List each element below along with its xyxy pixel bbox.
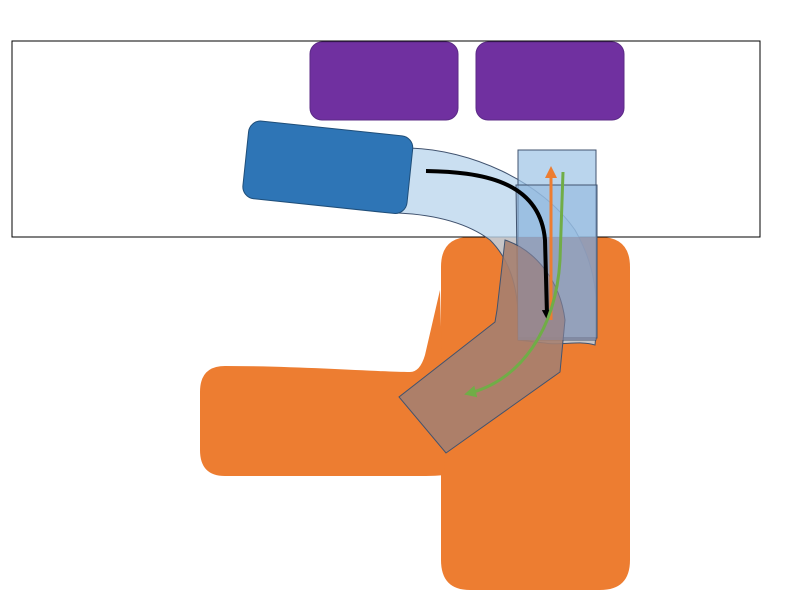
green-curved-arrow [464, 171, 565, 398]
rectangle-frame [11, 40, 761, 238]
purple-block-right [475, 41, 625, 121]
blue-block [242, 120, 414, 214]
orange-left-arm [200, 290, 445, 476]
purple-block-left [309, 41, 459, 121]
black-curved-arrow [425, 169, 552, 320]
